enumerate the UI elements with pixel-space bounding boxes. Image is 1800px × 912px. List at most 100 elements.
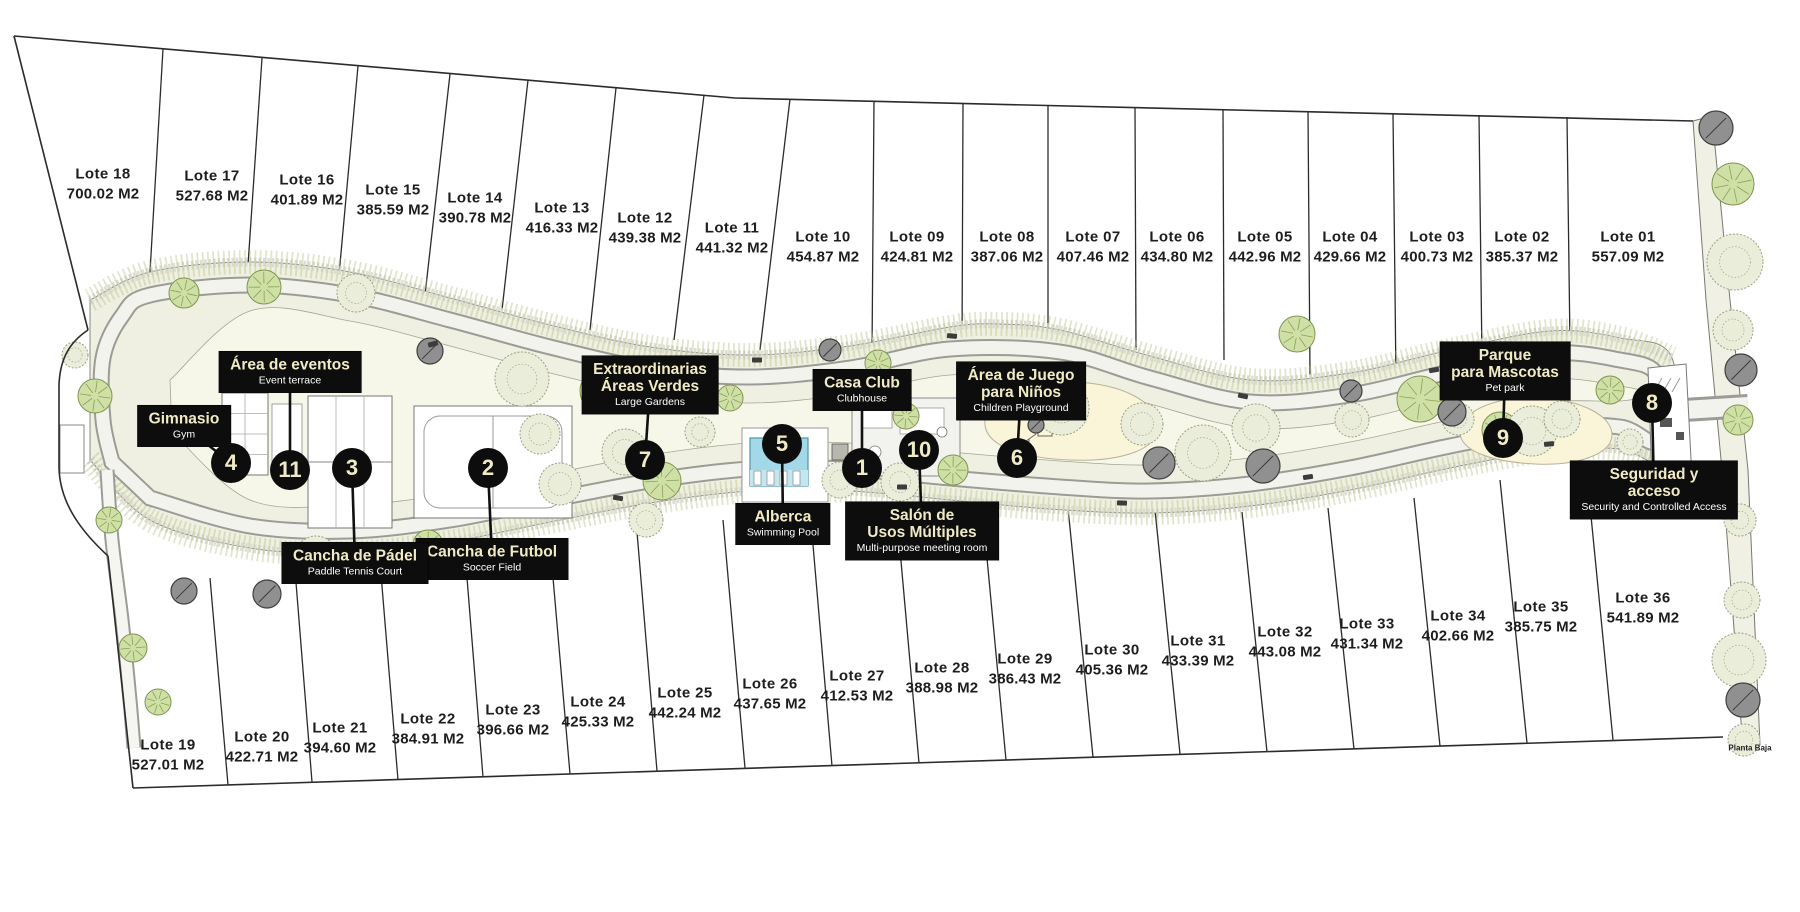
lot-area: 442.24 M2 [648, 704, 722, 722]
amenity-marker-8: 8 [1632, 383, 1672, 423]
lot-number: Lote 01 [1600, 228, 1656, 246]
lot-number: Lote 17 [184, 167, 240, 185]
parked-cars [427, 333, 1555, 506]
amenity-marker-2: 2 [468, 448, 508, 488]
lot-number: Lote 03 [1409, 228, 1465, 246]
lot-number: Lote 18 [75, 165, 131, 183]
lot-area: 429.66 M2 [1313, 248, 1387, 266]
lot-label: Lote 14 390.78 M2 [439, 190, 512, 227]
lot-number: Lote 28 [914, 659, 970, 677]
lot-area: 385.37 M2 [1485, 248, 1559, 266]
lot-area: 439.38 M2 [608, 229, 682, 247]
lot-number: Lote 30 [1084, 641, 1140, 659]
lot-area: 394.60 M2 [303, 739, 377, 757]
amenity-subtitle: Pet park [1485, 382, 1525, 395]
lot-area: 443.08 M2 [1248, 643, 1322, 661]
lot-number: Lote 12 [617, 209, 673, 227]
amenity-subtitle: Children Playground [973, 402, 1069, 415]
lot-area: 425.33 M2 [561, 713, 635, 731]
lot-area: 422.71 M2 [225, 748, 299, 766]
lot-area: 442.96 M2 [1228, 248, 1302, 266]
amenity-marker-5: 5 [762, 424, 802, 464]
lot-number: Lote 21 [312, 719, 368, 737]
lot-number: Lote 15 [365, 181, 421, 199]
amenity-subtitle: Event terrace [258, 374, 322, 387]
lot-number: Lote 05 [1237, 228, 1293, 246]
lot-area: 388.98 M2 [905, 679, 979, 697]
lot-area: 402.66 M2 [1421, 627, 1495, 645]
lot-number: Lote 33 [1339, 615, 1395, 633]
lot-number: Lote 11 [704, 219, 760, 237]
lot-area: 387.06 M2 [970, 248, 1044, 266]
lot-number: Lote 27 [829, 667, 885, 685]
amenity-subtitle: Multi-purpose meeting room [856, 542, 988, 555]
lot-area: 441.32 M2 [695, 239, 769, 257]
amenity-title: Cancha de Futbol [426, 543, 558, 561]
amenity-subtitle: Security and Controlled Access [1581, 501, 1727, 514]
lot-number: Lote 32 [1257, 623, 1313, 641]
amenity-subtitle: Clubhouse [836, 392, 888, 405]
lot-number: Lote 07 [1065, 228, 1121, 246]
lot-area: 386.43 M2 [988, 670, 1062, 688]
amenity-marker-4: 4 [211, 443, 251, 483]
amenity-title: Cancha de Pádel [292, 547, 418, 565]
lot-number: Lote 16 [279, 171, 335, 189]
lot-area: 412.53 M2 [820, 687, 894, 705]
amenity-title: Casa Club [824, 374, 900, 392]
lot-label: Lote 03 400.73 M2 [1401, 229, 1474, 266]
amenity-title: Área de eventos [230, 356, 350, 374]
lot-area: 407.46 M2 [1056, 248, 1130, 266]
lot-number: Lote 13 [534, 199, 590, 217]
lot-label: Lote 33 431.34 M2 [1331, 616, 1404, 653]
lot-label: Lote 20 422.71 M2 [226, 729, 299, 766]
lot-area: 400.73 M2 [1400, 248, 1474, 266]
amenity-marker-6: 6 [997, 438, 1037, 478]
lot-number: Lote 24 [570, 693, 626, 711]
amenity-title: Extraordinarias Áreas Verdes [593, 360, 707, 395]
amenity-title: Seguridad y acceso [1609, 465, 1699, 500]
lot-number: Lote 35 [1513, 598, 1569, 616]
lot-number: Lote 34 [1430, 607, 1486, 625]
amenity-marker-9: 9 [1483, 418, 1523, 458]
amenity-subtitle: Paddle Tennis Court [307, 565, 403, 578]
lot-number: Lote 36 [1615, 589, 1671, 607]
lot-number: Lote 20 [234, 728, 290, 746]
lot-area: 527.68 M2 [175, 187, 249, 205]
amenity-marker-7: 7 [625, 440, 665, 480]
lot-area: 384.91 M2 [391, 730, 465, 748]
lot-number: Lote 09 [889, 228, 945, 246]
lot-label: Lote 32 443.08 M2 [1249, 624, 1322, 661]
lot-number: Lote 08 [979, 228, 1035, 246]
lot-number: Lote 10 [795, 228, 851, 246]
amenity-title: Gimnasio [148, 410, 220, 428]
amenity-marker-10: 10 [899, 430, 939, 470]
lot-number: Lote 14 [447, 189, 503, 207]
lot-number: Lote 29 [997, 650, 1053, 668]
lot-label: Lote 12 439.38 M2 [609, 210, 682, 247]
lot-area: 431.34 M2 [1330, 635, 1404, 653]
lot-label: Lote 11 441.32 M2 [696, 220, 769, 257]
lot-label: Lote 07 407.46 M2 [1057, 229, 1130, 266]
lot-number: Lote 02 [1494, 228, 1550, 246]
lot-area: 390.78 M2 [438, 209, 512, 227]
lot-label: Lote 29 386.43 M2 [989, 651, 1062, 688]
amenity-subtitle: Soccer Field [462, 561, 522, 574]
